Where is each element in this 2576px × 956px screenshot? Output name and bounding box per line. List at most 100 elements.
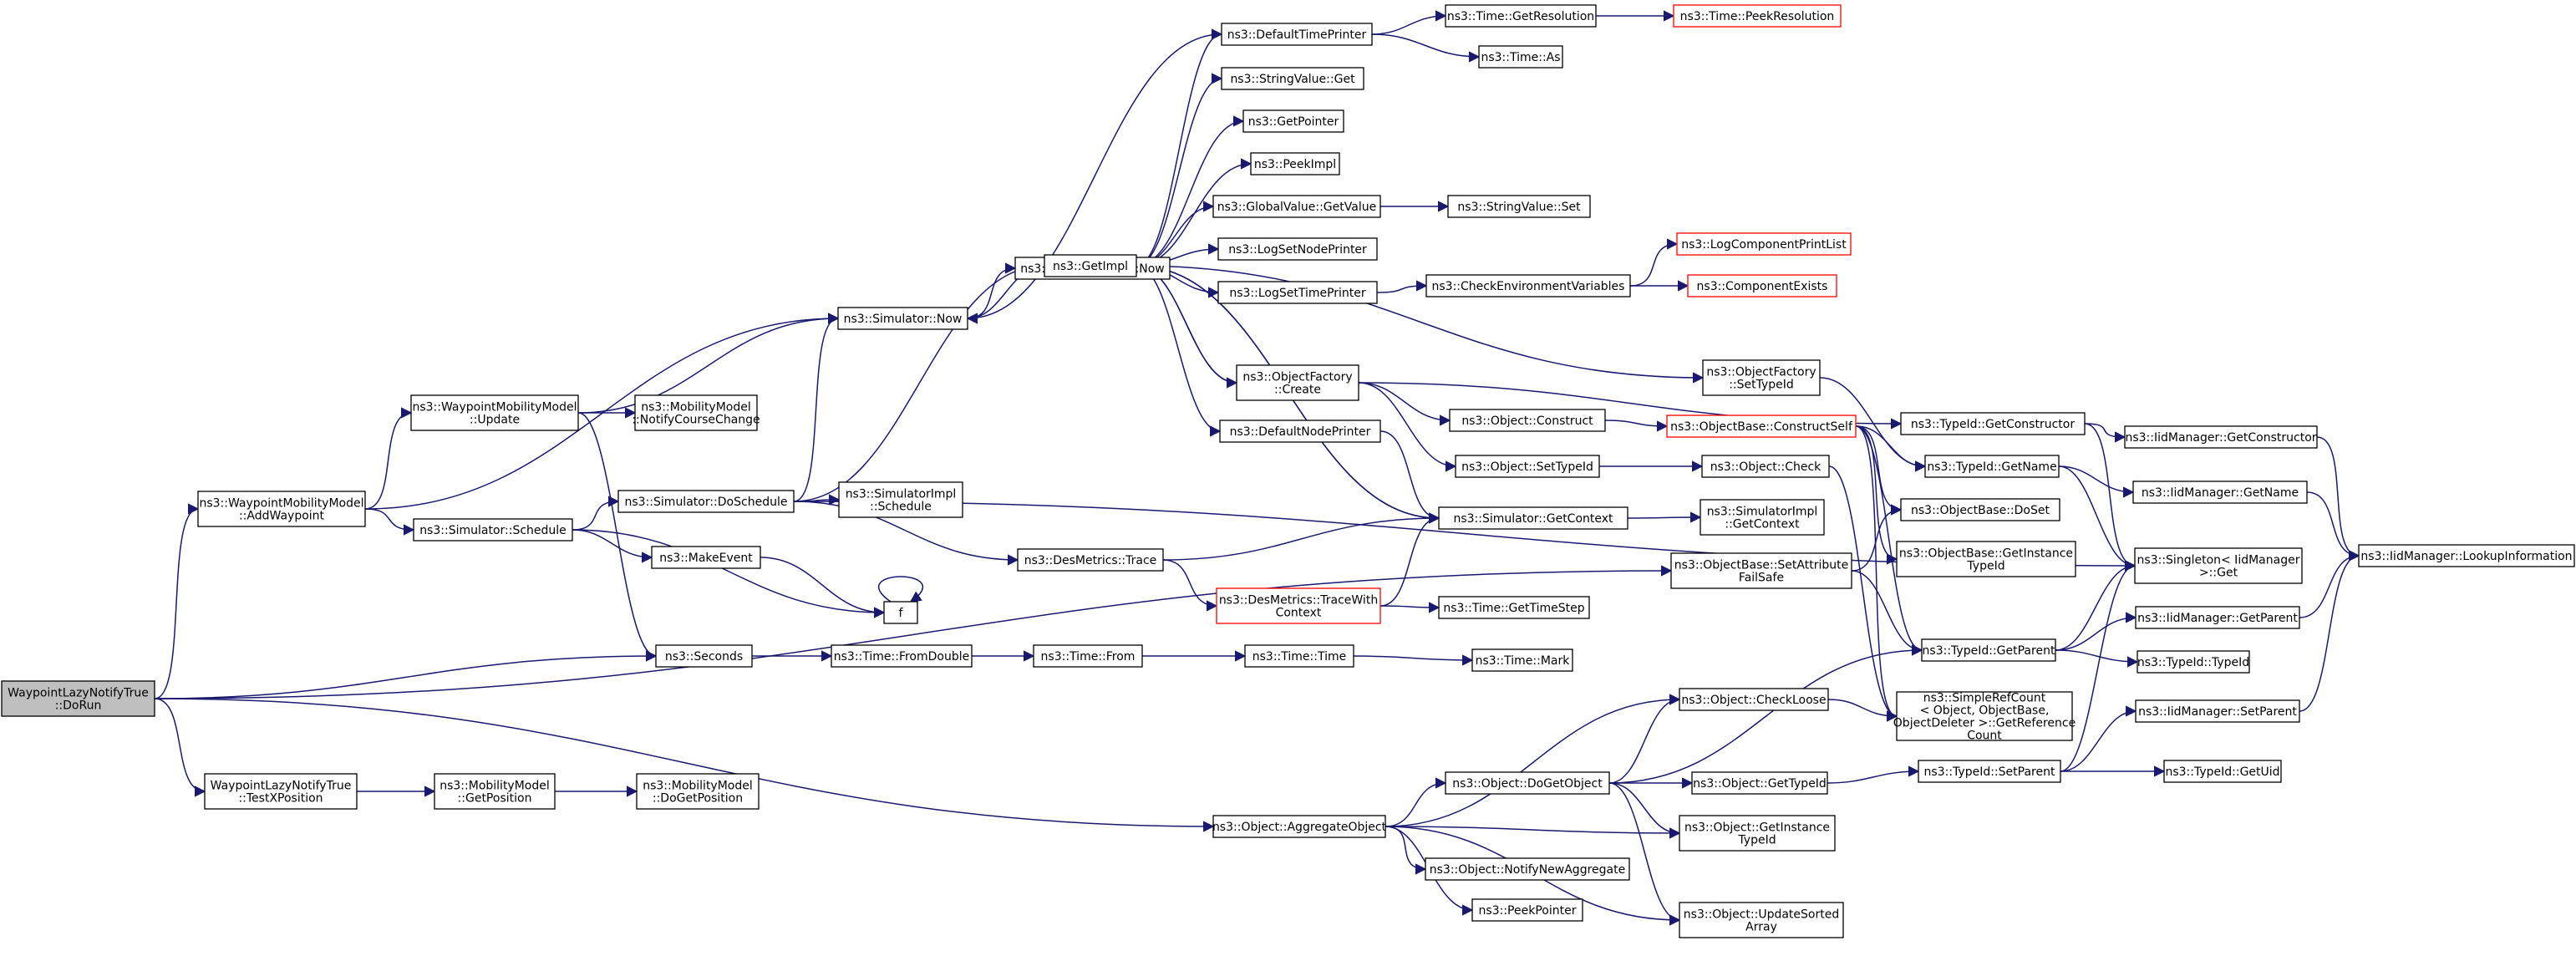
node-log-comp-print-list[interactable]: ns3::LogComponentPrintList [1676, 232, 1852, 256]
edge-iid-get-parent-to-lookup-information [2299, 550, 2360, 618]
node-label: ::SetTypeId [1729, 379, 1794, 392]
edge-type-id-get-constructor-to-iid-get-constructor [2084, 423, 2126, 443]
node-check-loose[interactable]: ns3::Object::CheckLoose [1679, 688, 1829, 711]
node-time-mark[interactable]: ns3::Time::Mark [1471, 648, 1573, 672]
edge-type-id-get-name-to-iid-get-name [2058, 465, 2135, 498]
node-obj-set-type-id[interactable]: ns3::Object::SetTypeId [1455, 455, 1600, 478]
node-obj-check[interactable]: ns3::Object::Check [1701, 455, 1830, 478]
edge-do-run-to-test-xposition [154, 698, 206, 797]
edge-type-id-get-parent-to-singleton-get [2055, 560, 2137, 651]
node-singleton-get[interactable]: ns3::Singleton< IidManager>::Get [2134, 547, 2303, 584]
node-add-waypoint[interactable]: ns3::WaypointMobilityModel::AddWaypoint [197, 491, 366, 527]
node-construct-self[interactable]: ns3::ObjectBase::ConstructSelf [1666, 414, 1857, 438]
node-box [837, 307, 968, 330]
node-check-env[interactable]: ns3::CheckEnvironmentVariables [1425, 274, 1631, 297]
node-time-time[interactable]: ns3::Time::Time [1244, 644, 1354, 668]
node-label: WaypointLazyNotifyTrue [211, 780, 352, 793]
node-simple-ref-count[interactable]: ns3::SimpleRefCount< Object, ObjectBase,… [1893, 691, 2076, 743]
node-box [655, 644, 753, 668]
node-box [1425, 857, 1630, 881]
node-string-value-set[interactable]: ns3::StringValue::Set [1447, 195, 1591, 218]
node-mm-do-get-position[interactable]: ns3::MobilityModel::DoGetPosition [636, 773, 760, 810]
node-type-id-type-id[interactable]: ns3::TypeId::TypeId [2137, 650, 2250, 674]
node-label: ns3::TypeId::GetParent [1923, 644, 2055, 658]
node-type-id-get-uid[interactable]: ns3::TypeId::GetUid [2163, 760, 2282, 783]
edge-default-time-printer-to-get-resolution [1371, 10, 1447, 35]
node-get-time-step[interactable]: ns3::Time::GetTimeStep [1438, 596, 1590, 619]
node-sim-impl-get-context[interactable]: ns3::SimulatorImpl::GetContext [1700, 499, 1825, 536]
edge-add-waypoint-to-wmm-update [364, 407, 413, 510]
node-des-trace[interactable]: ns3::DesMetrics::Trace [1017, 548, 1164, 572]
node-default-time-printer[interactable]: ns3::DefaultTimePrinter [1221, 23, 1373, 46]
node-do-run[interactable]: WaypointLazyNotifyTrue::DoRun [1, 680, 155, 717]
node-seconds[interactable]: ns3::Seconds [655, 644, 753, 668]
node-label: ns3::StringValue::Set [1457, 201, 1581, 214]
edge-obj-factory-create-to-obj-set-type-id [1358, 382, 1457, 472]
node-peek-resolution[interactable]: ns3::Time::PeekResolution [1673, 4, 1842, 28]
node-aggregate-object[interactable]: ns3::Object::AggregateObject [1212, 815, 1387, 838]
node-box [2358, 544, 2575, 567]
node-iid-set-parent[interactable]: ns3::IidManager::SetParent [2135, 699, 2300, 723]
node-global-value-get[interactable]: ns3::GlobalValue::GetValue [1212, 195, 1381, 218]
node-lookup-information[interactable]: ns3::IidManager::LookupInformation [2358, 544, 2575, 567]
node-time-from[interactable]: ns3::Time::From [1033, 644, 1143, 668]
node-notify-new-aggregate[interactable]: ns3::Object::NotifyNewAggregate [1425, 857, 1630, 881]
node-obj-factory-create[interactable]: ns3::ObjectFactory::Create [1236, 364, 1359, 401]
node-type-id-get-constructor[interactable]: ns3::TypeId::GetConstructor [1900, 412, 2086, 435]
node-sim-impl-schedule[interactable]: ns3::SimulatorImpl::Schedule [838, 481, 963, 518]
node-get-pointer[interactable]: ns3::GetPointer [1242, 109, 1344, 133]
node-label: ns3::ComponentExists [1697, 280, 1828, 293]
node-box [1, 680, 155, 717]
node-iid-get-parent[interactable]: ns3::IidManager::GetParent [2135, 606, 2300, 629]
node-label: ns3::StringValue::Get [1230, 73, 1355, 86]
node-type-id-set-parent[interactable]: ns3::TypeId::SetParent [1918, 760, 2061, 783]
node-type-id-get-parent[interactable]: ns3::TypeId::GetParent [1921, 638, 2056, 662]
node-get-resolution[interactable]: ns3::Time::GetResolution [1445, 4, 1597, 28]
node-label: ns3::SimulatorImpl [846, 488, 957, 501]
node-from-double[interactable]: ns3::Time::FromDouble [831, 644, 973, 668]
node-box [1219, 420, 1381, 443]
node-default-node-printer[interactable]: ns3::DefaultNodePrinter [1219, 420, 1381, 443]
node-do-schedule[interactable]: ns3::Simulator::DoSchedule [617, 490, 795, 513]
node-sim-now[interactable]: ns3::Simulator::Now [837, 307, 968, 330]
node-box [434, 773, 556, 810]
node-wmm-update[interactable]: ns3::WaypointMobilityModel::Update [410, 394, 579, 431]
edge-make-event-to-f [760, 557, 886, 618]
node-iid-get-constructor[interactable]: ns3::IidManager::GetConstructor [2124, 425, 2318, 449]
node-peek-pointer[interactable]: ns3::PeekPointer [1471, 898, 1583, 922]
node-time-as[interactable]: ns3::Time::As [1478, 45, 1563, 69]
node-log-set-time-printer[interactable]: ns3::LogSetTimePrinter [1217, 281, 1378, 304]
node-label: ns3::Simulator::Schedule [419, 524, 567, 537]
node-f[interactable]: f [883, 601, 918, 624]
node-obj-factory-set-type-id[interactable]: ns3::ObjectFactory::SetTypeId [1702, 359, 1821, 396]
edge-type-id-get-parent-to-type-id-type-id [2055, 649, 2139, 668]
node-obj-construct[interactable]: ns3::Object::Construct [1449, 409, 1606, 432]
node-notify-course[interactable]: ns3::MobilityModel::NotifyCourseChange [632, 394, 760, 431]
node-log-set-node-printer[interactable]: ns3::LogSetNodePrinter [1217, 237, 1378, 261]
node-obj-get-type-id[interactable]: ns3::Object::GetTypeId [1691, 771, 1828, 795]
node-schedule[interactable]: ns3::Simulator::Schedule [413, 518, 573, 542]
node-box [831, 644, 973, 668]
node-peek-impl[interactable]: ns3::PeekImpl [1250, 152, 1340, 175]
node-label: Context [1276, 607, 1322, 620]
node-get-impl[interactable]: ns3::GetImpl [1044, 254, 1137, 277]
node-test-xposition[interactable]: WaypointLazyNotifyTrue::TestXPosition [204, 773, 358, 810]
node-mm-get-position[interactable]: ns3::MobilityModel::GetPosition [434, 773, 556, 810]
node-make-event[interactable]: ns3::MakeEvent [651, 546, 761, 569]
node-label: ::Schedule [870, 501, 932, 514]
node-iid-get-name[interactable]: ns3::IidManager::GetName [2132, 481, 2308, 504]
node-obj-base-do-set[interactable]: ns3::ObjectBase::DoSet [1900, 498, 2060, 521]
node-type-id-get-name[interactable]: ns3::TypeId::GetName [1924, 455, 2060, 478]
edge-iid-get-name-to-lookup-information [2306, 491, 2360, 562]
node-box [1455, 455, 1600, 478]
node-label: f [899, 607, 904, 620]
node-component-exists[interactable]: ns3::ComponentExists [1687, 274, 1837, 297]
node-sim-get-context[interactable]: ns3::Simulator::GetContext [1438, 506, 1628, 530]
node-do-get-object[interactable]: ns3::Object::DoGetObject [1445, 771, 1610, 795]
node-string-value-get[interactable]: ns3::StringValue::Get [1221, 67, 1364, 90]
